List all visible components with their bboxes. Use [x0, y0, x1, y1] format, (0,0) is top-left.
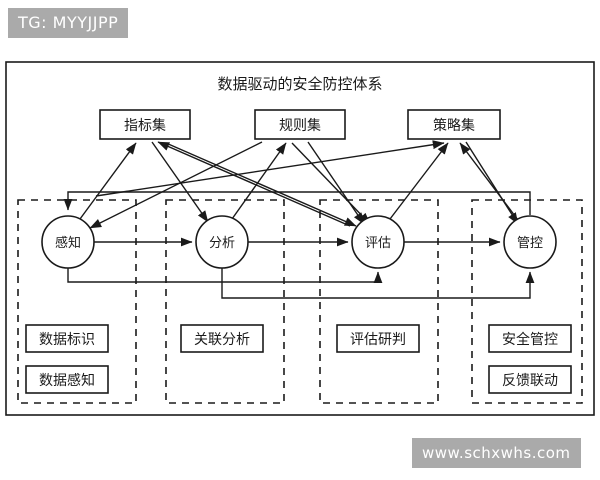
top-box-group-2[interactable]: 策略集 — [407, 109, 501, 140]
top-box-label-2: 策略集 — [433, 117, 475, 134]
stage-node-2[interactable]: 评估 — [351, 215, 405, 269]
column-item-label-3-0: 安全管控 — [502, 331, 558, 348]
column-item-label-0-1: 数据感知 — [39, 372, 95, 389]
stage-node-label-1: 分析 — [209, 236, 235, 251]
column-item-3-0[interactable]: 安全管控 — [488, 324, 572, 353]
column-item-3-1[interactable]: 反馈联动 — [488, 365, 572, 394]
top-box-label-0: 指标集 — [124, 117, 166, 134]
dashed-column-2 — [319, 199, 439, 404]
link-pinggu-to-celveji — [389, 142, 449, 220]
stage-node-label-2: 评估 — [365, 236, 391, 251]
feedback-top-rail — [63, 191, 531, 215]
dashed-column-3 — [471, 199, 583, 404]
top-box-rect-2[interactable] — [407, 109, 501, 140]
link-fenxi-to-zhibiaoji — [157, 141, 351, 227]
column-item-label-2-0: 评估研判 — [350, 332, 406, 348]
stage-node-0[interactable]: 感知 — [41, 215, 95, 269]
link-zhibiaoji-to-fenxi — [151, 141, 209, 223]
stage-node-circle-3[interactable] — [503, 215, 557, 269]
dashed-column-0 — [17, 199, 137, 404]
link-ganzhi-to-celveji — [95, 140, 445, 197]
top-box-group-0[interactable]: 指标集 — [99, 109, 191, 140]
top-box-rect-0[interactable] — [99, 109, 191, 140]
link-fenxi-to-guizeji — [231, 142, 287, 220]
column-item-rect-3-1[interactable] — [488, 365, 572, 394]
link-guizeji-to-ganzhi — [89, 141, 263, 229]
link-ganzhi-to-zhibiaoji — [79, 142, 137, 220]
top-box-group-1[interactable]: 规则集 — [254, 109, 346, 140]
column-item-label-3-1: 反馈联动 — [502, 373, 558, 389]
link-guizeji-to-pinggu-cross — [291, 142, 371, 225]
column-item-rect-2-0[interactable] — [336, 324, 420, 353]
stage-node-1[interactable]: 分析 — [195, 215, 249, 269]
column-item-0-0[interactable]: 数据标识 — [25, 324, 109, 353]
watermark-top-left: TG: MYYJJPP — [8, 8, 129, 38]
link-celveji-to-guankong — [465, 141, 519, 225]
stage-node-label-0: 感知 — [55, 235, 81, 251]
link-guizeji-to-pinggu — [307, 141, 365, 225]
column-item-0-1[interactable]: 数据感知 — [25, 365, 109, 394]
stage-node-3[interactable]: 管控 — [503, 215, 557, 269]
feedback-fenxi-to-guankong — [221, 268, 535, 299]
watermark-bottom-right: www.schxwhs.com — [412, 438, 581, 468]
column-item-2-0[interactable]: 评估研判 — [336, 324, 420, 353]
column-item-1-0[interactable]: 关联分析 — [180, 324, 264, 353]
column-item-label-0-0: 数据标识 — [39, 332, 95, 348]
diagram-title: 数据驱动的安全防控体系 — [217, 75, 382, 93]
column-item-label-1-0: 关联分析 — [194, 332, 250, 348]
top-box-label-1: 规则集 — [279, 117, 321, 134]
dashed-column-1 — [165, 199, 285, 404]
column-item-rect-1-0[interactable] — [180, 324, 264, 353]
stage-node-label-3: 管控 — [517, 236, 543, 251]
column-item-rect-0-1[interactable] — [25, 365, 109, 394]
column-item-rect-3-0[interactable] — [488, 324, 572, 353]
link-guankong-to-celveji — [459, 142, 519, 221]
link-zhibiaoji-to-pinggu — [165, 142, 357, 227]
feedback-ganzhi-to-pinggu — [67, 268, 383, 284]
column-item-rect-0-0[interactable] — [25, 324, 109, 353]
top-box-rect-1[interactable] — [254, 109, 346, 140]
outer-frame — [5, 61, 595, 416]
